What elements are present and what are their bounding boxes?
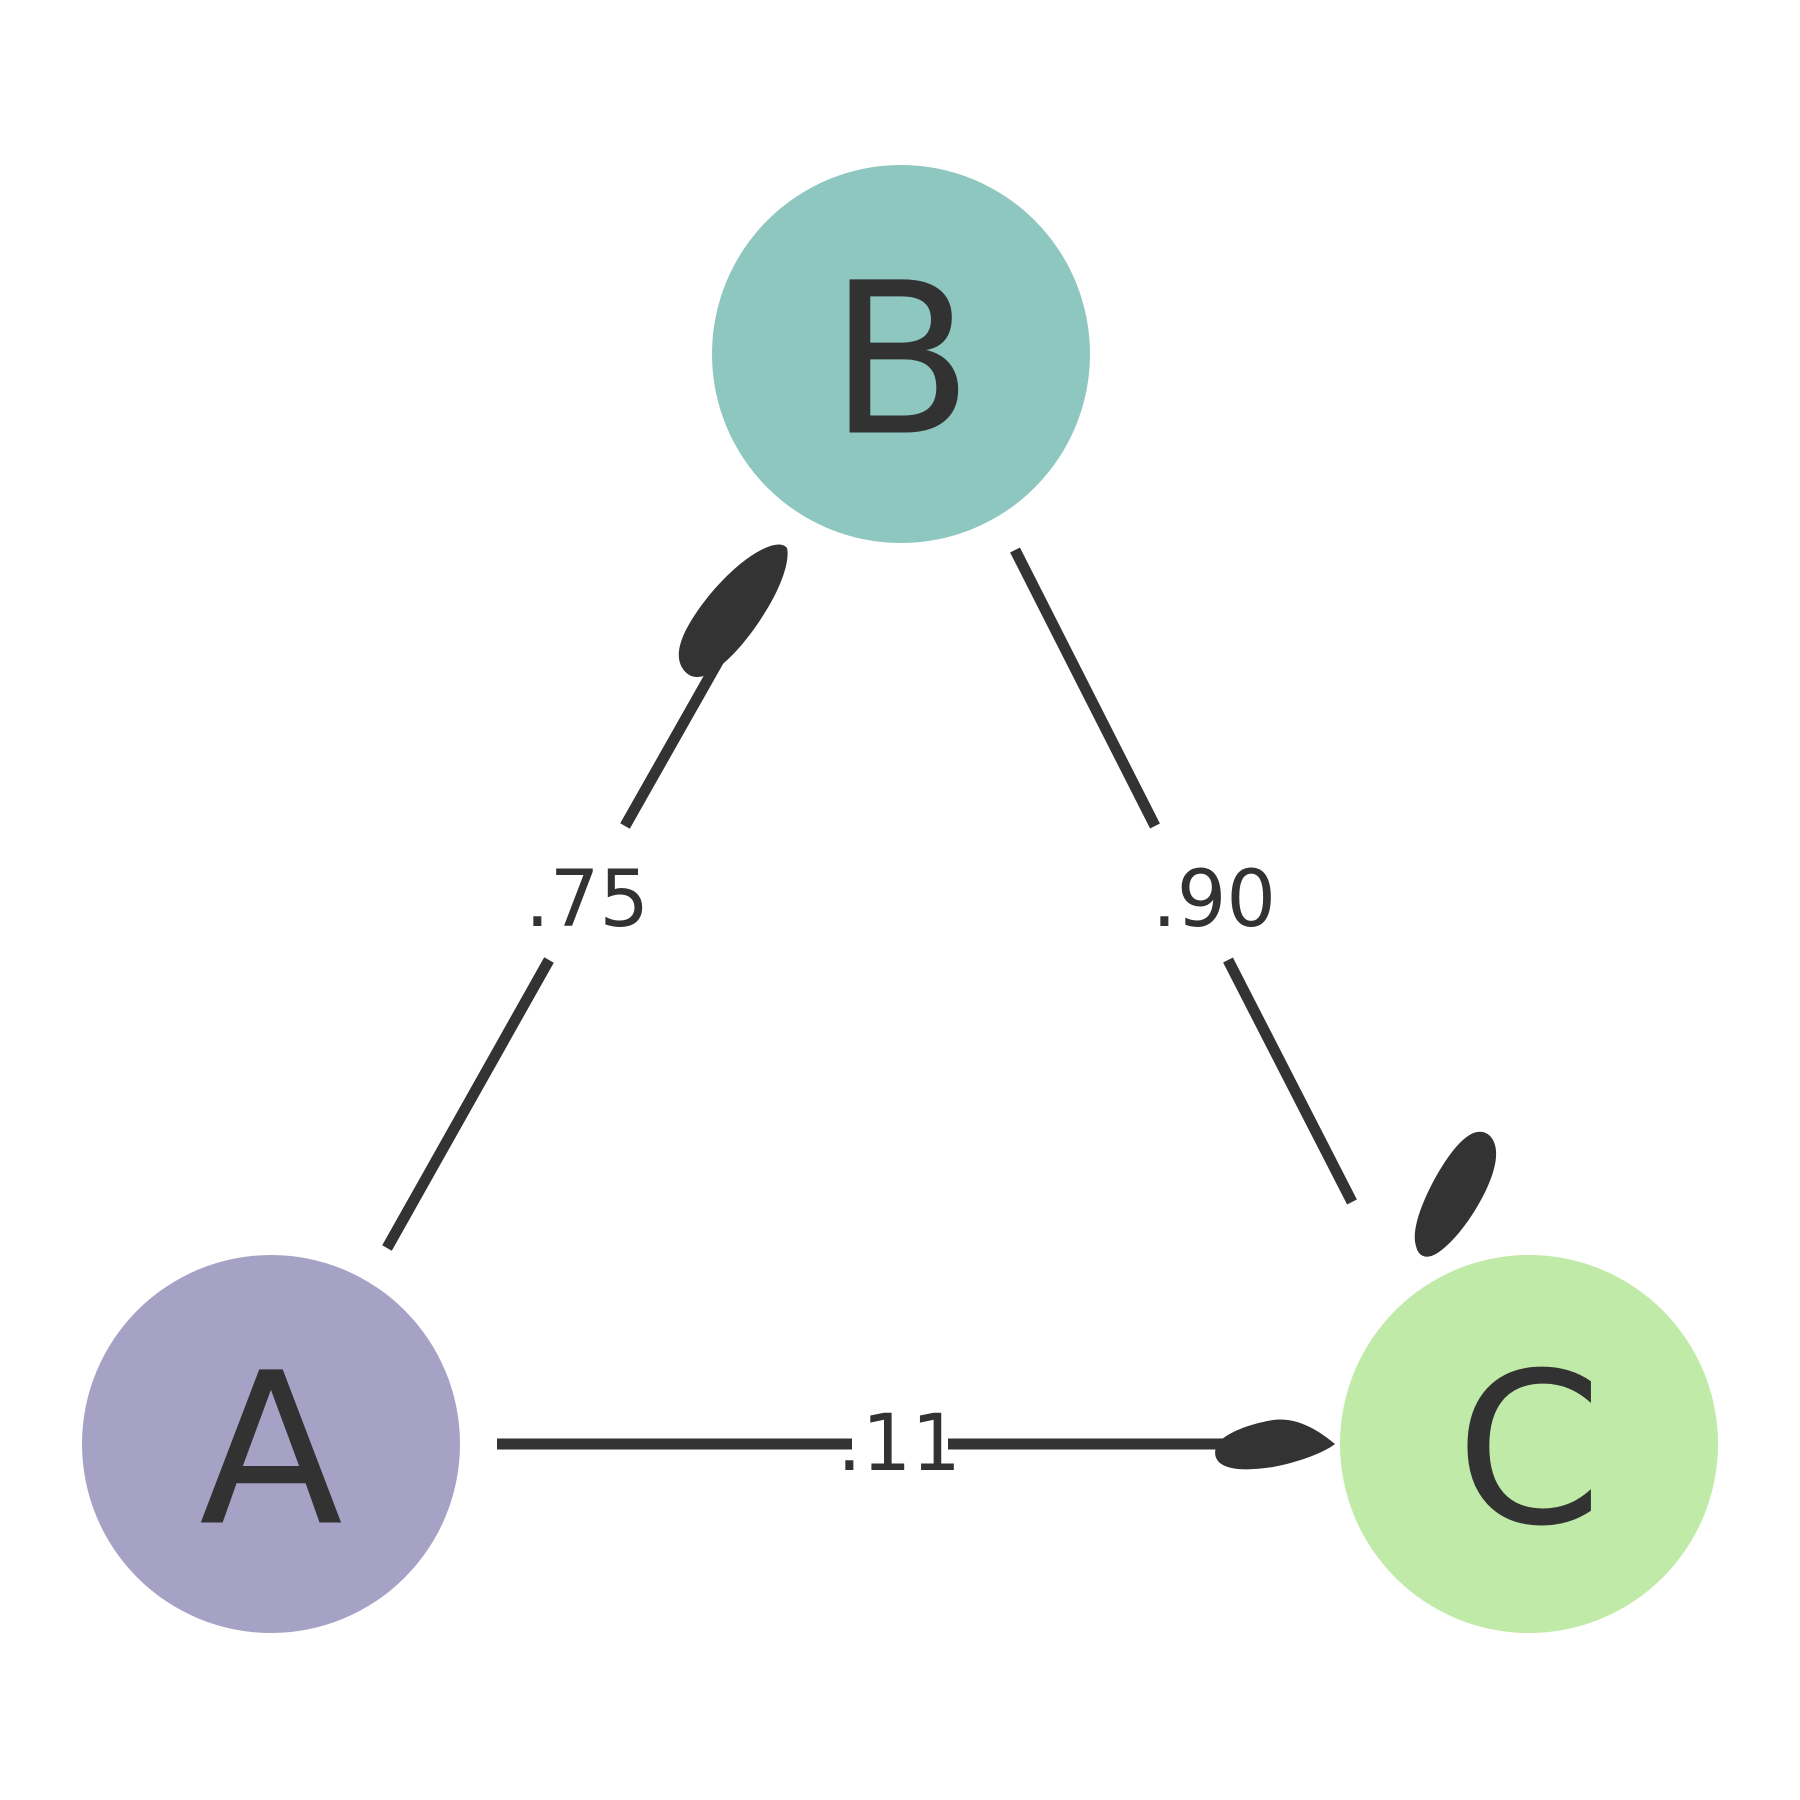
edge-a-to-b[interactable] xyxy=(382,544,788,1251)
node-a[interactable]: A xyxy=(82,1255,460,1633)
edge-b-to-c-segment-upper xyxy=(1010,547,1160,829)
node-c-circle[interactable] xyxy=(1340,1255,1718,1633)
edge-b-to-c[interactable] xyxy=(1010,547,1497,1257)
node-c-label: C xyxy=(1456,1328,1603,1573)
node-b-label: B xyxy=(829,238,973,483)
node-c[interactable]: C xyxy=(1340,1255,1718,1633)
edge-a-to-c-arrowhead xyxy=(1215,1419,1335,1470)
node-a-label: A xyxy=(199,1328,343,1573)
edge-a-to-c[interactable] xyxy=(497,1419,1335,1470)
edge-b-to-c-arrowhead xyxy=(1414,1131,1497,1257)
edge-a-to-b-segment-lower xyxy=(382,957,554,1251)
nodes-layer: B A C xyxy=(82,165,1718,1633)
node-a-circle[interactable] xyxy=(82,1255,460,1633)
edge-labels-layer: .75 .90 .11 xyxy=(525,855,1276,1489)
edge-b-to-c-segment-lower xyxy=(1223,957,1357,1205)
edge-a-to-b-arrowhead xyxy=(678,544,788,678)
edges-layer xyxy=(382,544,1497,1470)
edge-label-a-to-b: .75 xyxy=(525,855,649,945)
edge-label-b-to-c: .90 xyxy=(1152,855,1276,945)
edge-label-a-to-c: .11 xyxy=(837,1399,961,1489)
node-b-circle[interactable] xyxy=(712,165,1090,543)
node-b[interactable]: B xyxy=(712,165,1090,543)
